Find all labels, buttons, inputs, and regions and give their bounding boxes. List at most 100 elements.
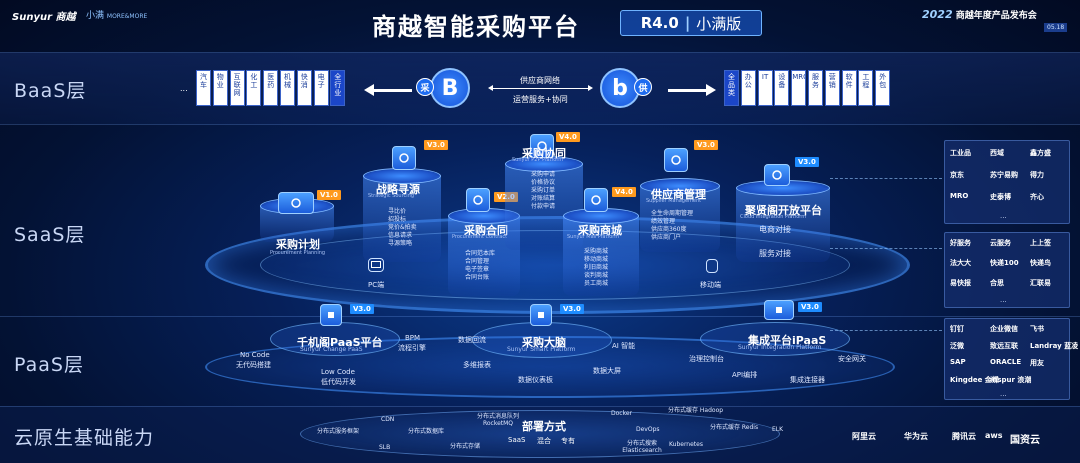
ai-label: AI 智能: [612, 342, 636, 350]
layer-label-cloud: 云原生基础能力: [14, 427, 155, 449]
supplier-tag-text: 供: [638, 83, 648, 94]
buyer-tag: 采: [416, 78, 434, 96]
module-feature: 利旧商城: [584, 264, 609, 271]
brand-sub-text: 小满: [86, 11, 105, 21]
category-tile: 办公: [740, 70, 756, 106]
baas-left-arrowhead: [364, 84, 374, 96]
module-feature: 采购订单: [531, 187, 556, 194]
cloud-item: DevOps: [636, 426, 660, 433]
buyer-circle-letter: B: [441, 75, 459, 101]
big-screen-label: 数据大屏: [593, 367, 621, 375]
multi-report-label: 多维报表: [463, 361, 491, 369]
console-label: 治理控制台: [689, 355, 724, 363]
integration-partner-logo: 钉钉: [950, 325, 964, 333]
service-partner-panel: [944, 232, 1070, 308]
cloud-item: ELK: [772, 426, 784, 433]
version-badge: V4.0: [612, 187, 636, 197]
module-feature: 付款申请: [531, 203, 556, 210]
connector-label: 集成连接器: [790, 376, 825, 384]
module-feature: 服务对接: [759, 249, 791, 258]
module-icon: [584, 188, 608, 212]
version-badge: R4.0 | 小满版: [620, 10, 762, 36]
baas-mid-arrow: [492, 88, 588, 89]
ecom-partner-logo: 西域: [990, 149, 1004, 157]
module-feature: 合同管理: [465, 258, 490, 265]
service-partner-logo: 快递鸟: [1030, 259, 1051, 267]
paas-module-icon: [764, 300, 794, 320]
service-ellipsis: ...: [1000, 296, 1007, 304]
pc-icon: [368, 258, 384, 272]
ecom-ellipsis: ...: [1000, 212, 1007, 220]
brand-sub: 小满 MORE&MORE: [86, 8, 147, 21]
gateway-label: 安全网关: [838, 355, 866, 363]
paas-module-icon: [320, 304, 342, 326]
deploy-private: 专有: [561, 437, 575, 445]
module-feature: 采购申请: [531, 171, 556, 178]
cloud-item: 分布式缓存 Redis: [710, 424, 759, 431]
module-icon: [664, 148, 688, 172]
paas-module-icon: [530, 304, 552, 326]
integration-partner-logo: inspur 浪潮: [990, 376, 1032, 384]
module-pillar: [563, 216, 639, 296]
category-tile: 设备: [774, 70, 790, 106]
lowcode-label: Low Code: [321, 368, 355, 376]
cloud-orbit: [300, 410, 780, 458]
industry-tile: 机械: [280, 70, 295, 106]
category-tile: 软件: [841, 70, 857, 106]
version-divider: |: [684, 14, 691, 32]
brand-tag: MORE&MORE: [106, 13, 148, 20]
dashboard-label: 数据仪表板: [518, 376, 553, 384]
module-feature: 采购商城: [584, 248, 609, 255]
module-icon: [764, 164, 790, 186]
bpm-sub: 流程引擎: [398, 344, 426, 352]
version-badge: V1.0: [317, 190, 341, 200]
module-feature: 寻源策略: [388, 240, 413, 247]
ecom-partner-logo: 鑫方盛: [1030, 149, 1051, 157]
cloud-item: Docker: [611, 410, 633, 417]
module-feature: 招投标: [388, 216, 407, 223]
service-partner-logo: 云服务: [990, 239, 1011, 247]
layer-label-baas: BaaS层: [14, 80, 87, 102]
event-year: 2022: [922, 8, 953, 21]
cloud-item: SLB: [379, 444, 391, 451]
paas-funnel-right: [700, 322, 850, 356]
baas-mid-arrowhead-l: [488, 85, 493, 91]
paas-funnel-left: [270, 322, 400, 356]
cloud-center: 部署方式: [522, 420, 566, 433]
module-pillar: [363, 176, 441, 262]
data-flow-label: 数据回流: [458, 336, 486, 344]
integration-partner-logo: 致远互联: [990, 342, 1018, 350]
cloud-item: CDN: [381, 416, 395, 423]
module-subtitle: Supplier Management: [646, 198, 702, 204]
supplier-circle: b: [600, 68, 640, 108]
paas-module-subtitle: Sunyur Change PaaS: [300, 346, 363, 353]
supplier-circle-letter: b: [612, 75, 628, 101]
industry-tile: 全行业: [330, 70, 346, 106]
supplier-tag: 供: [634, 78, 652, 96]
event-title: 2022 商越年度产品发布会: [922, 8, 1037, 21]
category-tile: 服务: [808, 70, 823, 106]
baas-left-ellipsis: ...: [180, 84, 188, 93]
version-badge: V4.0: [556, 132, 580, 142]
module-feature: 电子签章: [465, 266, 490, 273]
cloud-item: 分布式缓存 Hadoop: [668, 407, 724, 414]
module-feature: 信息请求: [388, 232, 413, 239]
category-tile: 全品类: [724, 70, 739, 106]
paas-module-subtitle: Sunyur Smart Platform: [507, 346, 576, 353]
integration-partner-logo: 泛微: [950, 342, 964, 350]
module-subtitle: Cloud Integration Platform: [740, 214, 807, 220]
baas-mid-top: 供应商网络: [520, 76, 560, 85]
service-partner-logo: 易快报: [950, 279, 971, 287]
ecom-partner-logo: 苏宁易购: [990, 171, 1018, 179]
version-badge: V3.0: [424, 140, 448, 150]
cloud-vendor-logo: 腾讯云: [952, 432, 976, 441]
module-feature: 移动商城: [584, 256, 609, 263]
layer-label-saas: SaaS层: [14, 224, 86, 246]
paas-version-badge: V3.0: [560, 304, 584, 314]
baas-mid-bottom: 运营服务+协同: [513, 95, 568, 104]
category-tile: 外包: [875, 70, 891, 106]
service-partner-logo: 合思: [990, 279, 1004, 287]
paas-module-title: 采购大脑: [522, 336, 566, 349]
bpm-label: BPM: [405, 334, 421, 342]
